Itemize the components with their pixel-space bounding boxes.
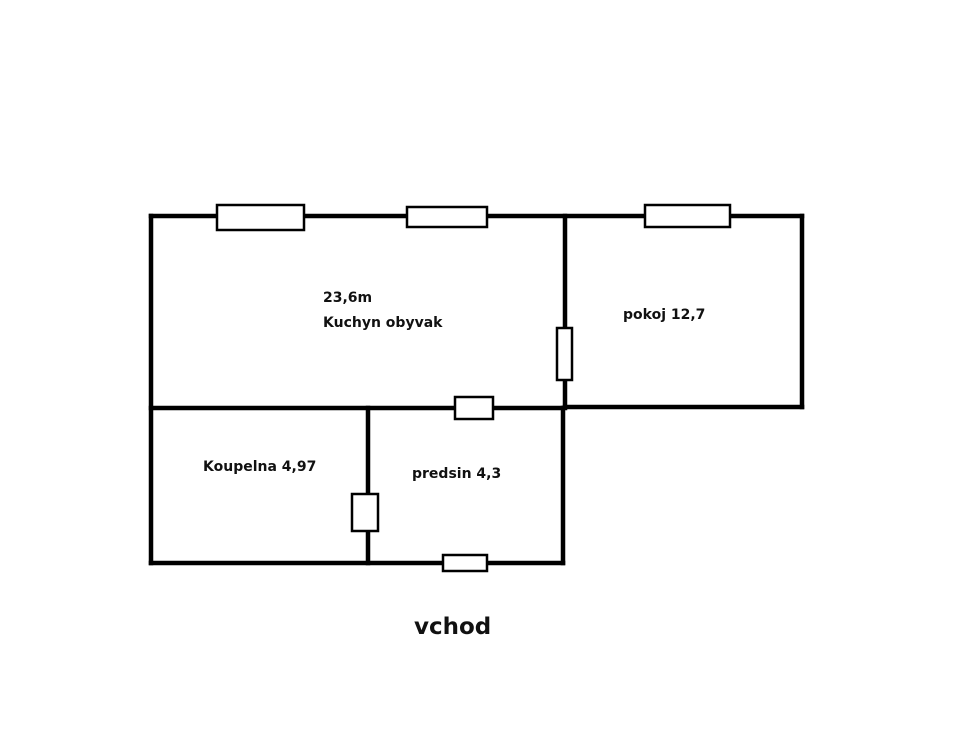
room-label: pokoj 12,7: [623, 307, 706, 323]
door-kitchen-hall: [453, 395, 495, 421]
bathroom-label: Koupelna 4,97: [203, 459, 317, 475]
hallway-label: predsin 4,3: [412, 466, 502, 482]
door-kitchen-room: [555, 326, 574, 382]
kitchen-area-label: 23,6m: [323, 290, 373, 306]
window-3: [643, 203, 732, 229]
window-2: [405, 205, 489, 229]
door-entrance: [441, 553, 489, 573]
window-1: [215, 203, 306, 232]
kitchen-name-label: Kuchyn obyvak: [323, 315, 443, 331]
door-bath-hall: [350, 492, 380, 533]
entrance-label: vchod: [414, 614, 492, 640]
